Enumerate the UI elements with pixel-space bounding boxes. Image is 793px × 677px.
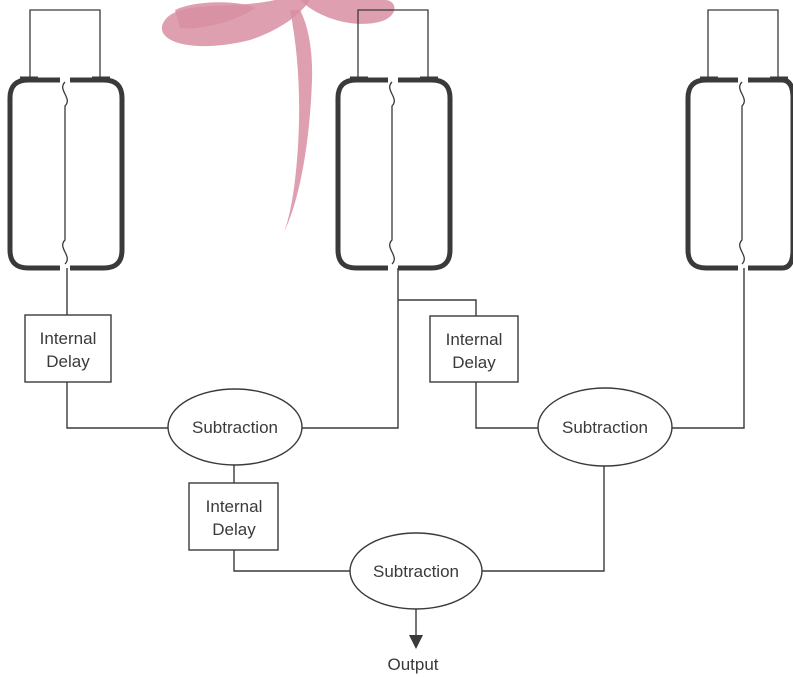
delay-box-bottom: Internal Delay [188,482,279,551]
subtraction-node-right: Subtraction [537,387,673,467]
subtraction-node-left: Subtraction [167,388,303,466]
sensor-middle [335,9,453,271]
delay-right-line1: Internal [446,330,503,349]
sensor-left [7,9,125,271]
output-label: Output [387,655,438,674]
delay-left-line1: Internal [40,329,97,348]
delay-box-left: Internal Delay [24,314,112,383]
signal-wires [66,268,745,649]
subtraction-node-bottom: Subtraction [349,532,483,610]
delay-left-line2: Delay [46,352,90,371]
subtraction-bottom-label: Subtraction [373,562,459,581]
delay-bottom-line2: Delay [212,520,256,539]
delay-box-right: Internal Delay [429,315,519,383]
delay-bottom-line1: Internal [206,497,263,516]
sensor-right [685,9,793,271]
subtraction-right-label: Subtraction [562,418,648,437]
delay-right-line2: Delay [452,353,496,372]
subtraction-left-label: Subtraction [192,418,278,437]
ribbon-bow-watermark [161,0,395,232]
